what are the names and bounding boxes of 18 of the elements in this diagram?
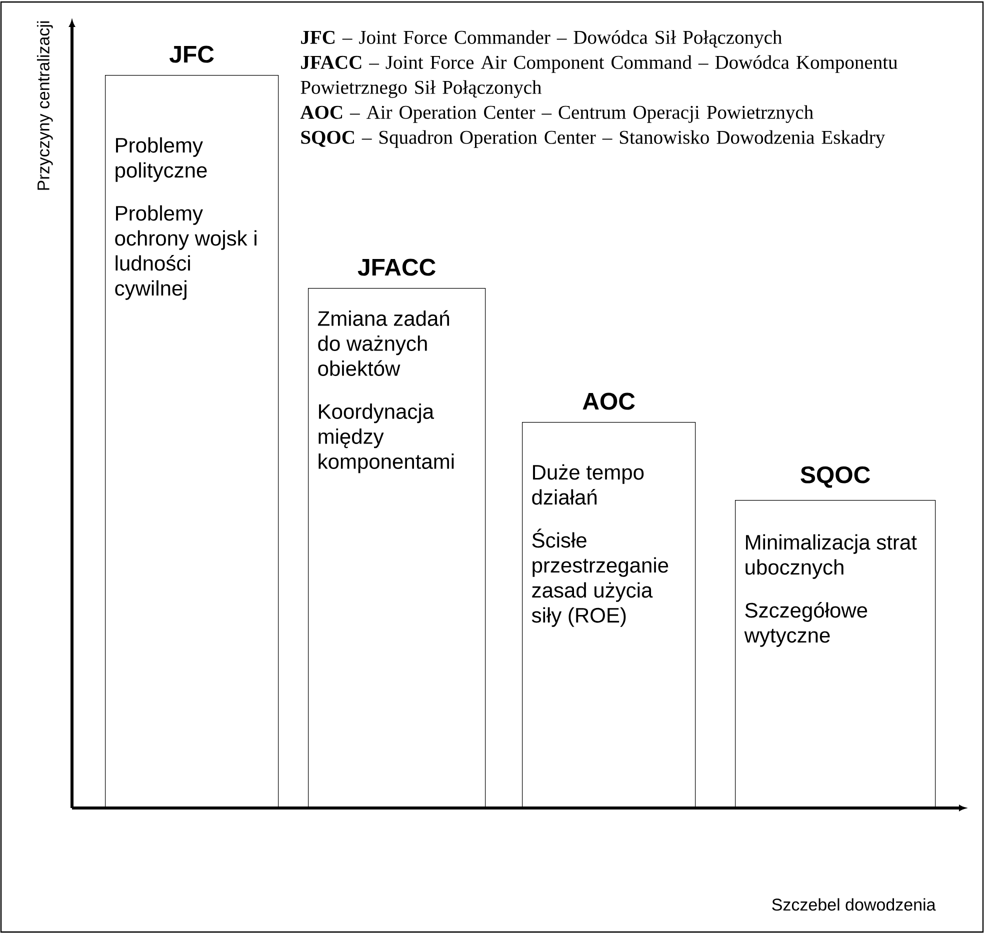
abbreviation-note: AOC – Air Operation Center – Centrum Operacji Powietrznych [300,105,814,123]
level-heading: AOC [582,392,635,410]
reason-text: Minimalizacja strat ubocznych [746,534,917,579]
reason-text: Problemy polityczne [116,137,207,182]
level-heading: JFACC [358,258,436,276]
reason-text: Zmiana zadań do ważnych obiektów [318,310,450,376]
reason-text: Ścisłe przestrzeganie zasad użycia siły (ROE) [532,528,668,627]
abbreviation-note: JFC – Joint Force Commander – Dowódca Sił Połączonych [301,30,782,48]
abbreviation-note: SQOC – Squadron Operation Center – Stanowisko Dowodzenia Eskadry [301,130,886,148]
axis-label: Przyczyny centralizacji [36,21,53,190]
reason-text: Koordynacja między komponentami [318,404,454,474]
level-heading: SQOC [800,466,870,488]
axis-label: Szczebel dowodzenia [772,898,936,911]
reason-text: Problemy ochrony wojsk i ludności cywilnej [115,205,256,300]
abbreviation-note: JFACC – Joint Force Air Component Command – Dowódca Komponentu Powietrznego Sił Połączonych [300,55,898,98]
reason-text: Szczegółowe wytyczne [744,602,868,647]
reason-text: Duże tempo działań [532,464,644,505]
level-heading: JFC [170,46,214,63]
